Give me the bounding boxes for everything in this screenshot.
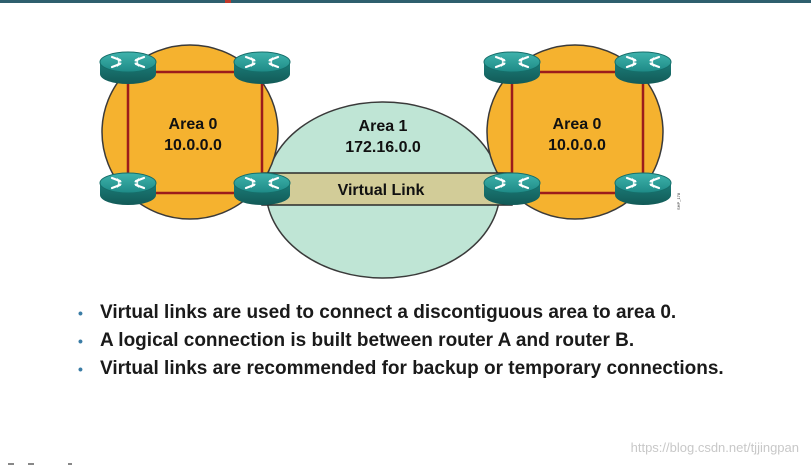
virtual-link-diagram: Area 0 10.0.0.0 Area 1 172.16.0.0 Area 0… [98,44,681,279]
watermark: https://blog.csdn.net/tjjingpan [630,440,799,455]
left-area-name: Area 0 [169,116,218,133]
middle-area-network: 172.16.0.0 [345,139,421,156]
virtual-link-label: Virtual Link [338,182,425,199]
bullet-dot-icon: • [78,333,83,349]
figure-code: SHP_178 [676,192,681,210]
router-a-icon [232,171,292,207]
bullet-list: • Virtual links are used to connect a di… [76,302,756,386]
router-icon [98,50,158,86]
bullet-dot-icon: • [78,305,83,321]
left-area-network: 10.0.0.0 [164,137,222,154]
right-area-name: Area 0 [553,116,602,133]
bottom-edge-marks [8,463,128,465]
router-icon [232,50,292,86]
router-b-icon [482,171,542,207]
bullet-item: • Virtual links are used to connect a di… [76,302,756,324]
top-accent-mark [225,0,231,3]
bullet-text: Virtual links are recommended for backup… [100,358,724,379]
right-area-network: 10.0.0.0 [548,137,606,154]
router-icon [98,171,158,207]
top-border [0,0,811,3]
virtual-link-tube [261,172,513,206]
router-icon [482,50,542,86]
bullet-item: • A logical connection is built between … [76,330,756,352]
bullet-item: • Virtual links are recommended for back… [76,358,756,380]
bullet-text: Virtual links are used to connect a disc… [100,302,677,323]
bullet-dot-icon: • [78,361,83,377]
router-icon [613,50,673,86]
middle-area-name: Area 1 [359,118,408,135]
bullet-text: A logical connection is built between ro… [100,330,635,351]
router-icon [613,171,673,207]
